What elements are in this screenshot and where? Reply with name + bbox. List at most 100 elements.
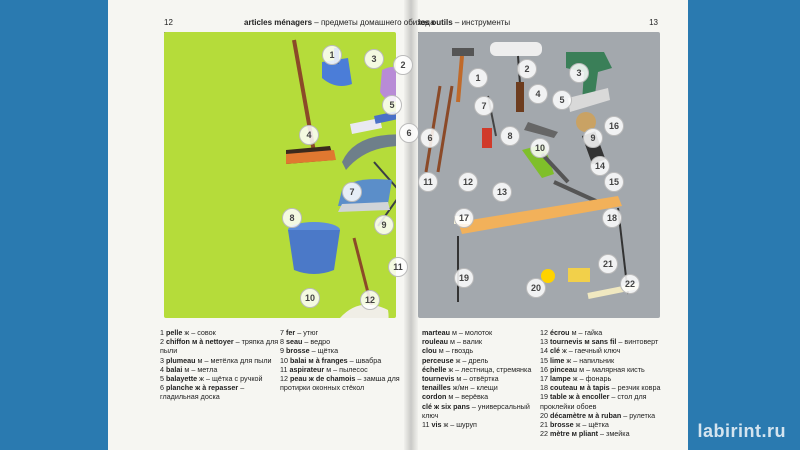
entry-russian: – швабра [347, 355, 382, 365]
vocab-entry: rouleau м – валик [422, 337, 542, 346]
entry-gender: ж [446, 364, 454, 374]
vocab-entry: 5 balayette ж – щётка с ручкой [160, 374, 280, 383]
vocab-entry: 12 peau ж de chamois – замша для протирк… [280, 374, 400, 392]
label-5: 5 [382, 95, 402, 115]
vocab-entry: clé ж six pans – универсальный ключ [422, 402, 542, 420]
entry-number: 4 [160, 364, 166, 374]
right-header-rest: – инструменты [452, 18, 511, 27]
entry-french: tournevis м sans fil [550, 337, 617, 347]
entry-french: pinceau [550, 364, 578, 374]
entry-french: décamètre м à ruban [550, 410, 622, 420]
entry-russian: – гайка [576, 328, 603, 337]
entry-russian: – утюг [295, 328, 319, 337]
tools-label-3: 3 [569, 63, 589, 83]
entry-french: perceuse [422, 355, 454, 365]
entry-french: balai м à franges [290, 355, 348, 365]
entry-number: 9 [280, 346, 286, 356]
entry-russian: – гладильная доска [160, 383, 245, 402]
entry-french: tenailles [422, 383, 451, 393]
label-2: 2 [393, 55, 413, 75]
vocab-entry: 13 tournevis м sans fil – винтоверт [540, 337, 670, 346]
entry-russian: – отвёртка [461, 374, 499, 384]
label-3: 3 [364, 49, 384, 69]
entry-gender: м [449, 328, 457, 337]
vocab-entry: 21 brosse ж – щётка [540, 420, 670, 429]
vocab-entry: 19 table ж à encoller – стол для проклей… [540, 392, 670, 410]
entry-gender: ж/мн [450, 383, 469, 393]
entry-gender: м [577, 364, 585, 374]
file-icon [553, 180, 599, 204]
entry-french: seau [286, 337, 303, 347]
vocab-entry: échelle ж – лестница, стремянка [422, 365, 542, 374]
entry-russian: – метёлка для пыли [202, 355, 272, 365]
entry-french: peau ж de chamois [290, 374, 356, 384]
vocab-entry: perceuse ж – дрель [422, 356, 542, 365]
entry-number: 8 [280, 337, 286, 347]
entry-russian: – гаечный ключ [566, 346, 621, 356]
tools-label-9: 9 [583, 128, 603, 148]
entry-gender: ж [560, 346, 567, 356]
tools-label-14: 14 [590, 156, 610, 176]
entry-number: 21 [540, 420, 550, 430]
entry-number: 15 [540, 355, 550, 365]
vocab-entry: 17 lampe ж – фонарь [540, 374, 670, 383]
entry-gender: м [446, 392, 454, 402]
tools-label-20: 20 [526, 278, 546, 298]
entry-russian: – замша для протирки оконных стёкол [280, 374, 400, 393]
label-4: 4 [299, 125, 319, 145]
tools-label-2: 2 [517, 59, 537, 79]
entry-french: écrou [550, 328, 570, 337]
entry-gender: ж [197, 374, 204, 384]
tools-label-6: 6 [420, 128, 440, 148]
label-8: 8 [282, 208, 302, 228]
entry-number: 19 [540, 392, 550, 402]
vocab-entry: 11 vis ж – шуруп [422, 420, 542, 429]
tools-label-10: 10 [530, 138, 550, 158]
entry-gender: ж [441, 420, 449, 430]
entry-number: 16 [540, 364, 550, 374]
entry-number: 2 [160, 337, 166, 347]
entry-russian: – стол для проклейки обоев [540, 392, 647, 411]
entry-russian: – валик [454, 337, 483, 347]
entry-gender: м [195, 355, 203, 365]
entry-french: rouleau [422, 337, 448, 347]
entry-french: lime [550, 355, 565, 365]
left-header-text: articles ménagers – предметы домашнего о… [244, 18, 435, 27]
tools-label-22: 22 [620, 274, 640, 294]
vocab-entry: clou м – гвоздь [422, 346, 542, 355]
entry-number: 17 [540, 374, 550, 384]
entry-gender: м [324, 364, 332, 374]
entry-number: 12 [540, 328, 550, 337]
entry-russian: – щётка с ручкой [203, 374, 263, 384]
entry-french: brosse [550, 420, 574, 430]
vocab-entry: 4 balai м – метла [160, 365, 280, 374]
entry-russian: – фонарь [577, 374, 612, 384]
vocab-entry: 1 pelle ж – совок [160, 328, 280, 337]
household-items-plate: 1 2 3 4 5 6 7 8 9 10 11 12 [164, 32, 419, 318]
bucket-icon [288, 222, 340, 274]
entry-french: pelle [166, 328, 183, 337]
entry-number: 20 [540, 410, 550, 420]
entry-number: 3 [160, 355, 166, 365]
entry-number: 1 [160, 328, 166, 337]
left-header-rest: – предметы домашнего обихода [312, 18, 435, 27]
right-page-header: les outils – инструменты 13 [418, 18, 658, 33]
tools-label-17: 17 [454, 208, 474, 228]
entry-french: table ж à encoller [550, 392, 610, 402]
tools-label-7: 7 [474, 96, 494, 116]
tools-label-8: 8 [500, 126, 520, 146]
entry-gender: ж [573, 420, 581, 430]
entry-russian: – напильник [571, 355, 615, 365]
entry-french: couteau м à tapis [550, 383, 610, 393]
label-6: 6 [399, 123, 419, 143]
label-11: 11 [388, 257, 408, 277]
vocab-entry: marteau м – молоток [422, 328, 542, 337]
entry-french: fer [286, 328, 296, 337]
entry-french: brosse [286, 346, 310, 356]
entry-number: 22 [540, 429, 550, 439]
entry-french: clé [550, 346, 560, 356]
entry-russian: – рулетка [621, 410, 656, 420]
